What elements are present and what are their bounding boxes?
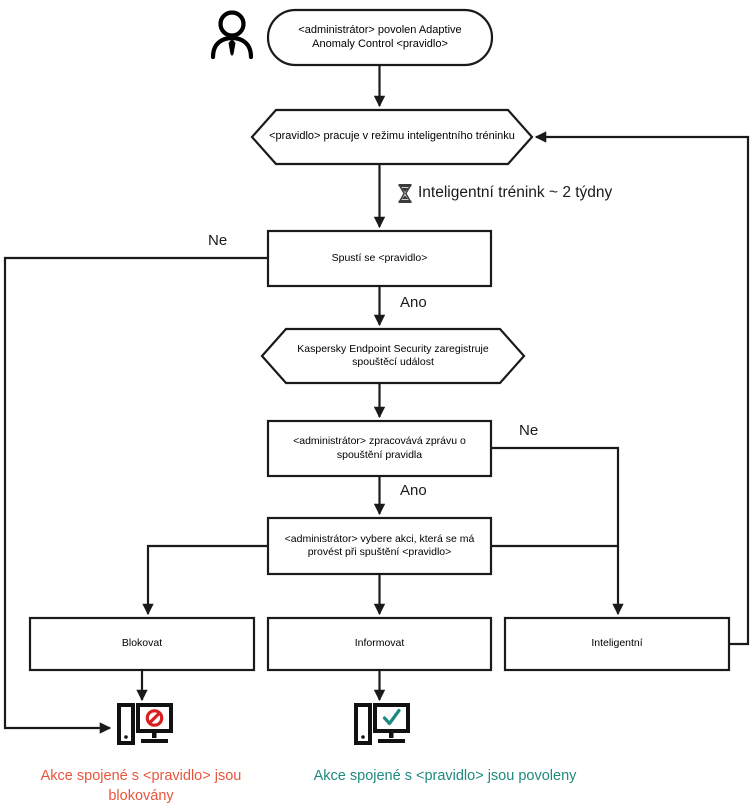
edge-label-yes-1: Ano (400, 294, 427, 311)
edge-admin-processes-no (491, 446, 624, 616)
edge-label-timer: Inteligentní trénink ~ 2 týdny (418, 184, 613, 201)
node-rule-triggered-shape (266, 229, 493, 288)
edge-label-no-1: Ne (208, 232, 228, 249)
edge-label-no-2: Ne (519, 422, 539, 439)
edge-rule-triggered-no (3, 256, 268, 734)
outcome-blocked-label: Akce spojené s <pravidlo> jsou blokovány (40, 768, 242, 804)
hourglass-icon (396, 183, 414, 204)
outcome-allowed-label: Akce spojené s <pravidlo> jsou povoleny (313, 768, 577, 784)
edge-admin-selects-to-block (142, 544, 268, 616)
node-action-inform-shape (266, 616, 493, 672)
node-admin-processes-shape (266, 419, 493, 478)
node-action-smart-shape (503, 616, 731, 672)
computer-blocked-icon (117, 702, 173, 754)
user-icon (205, 5, 259, 61)
node-smart-training-shape (250, 108, 534, 166)
edge-label-yes-2: Ano (400, 482, 427, 499)
edge-smart-action-loop-back (534, 131, 750, 646)
node-kes-registers-shape (260, 327, 526, 385)
computer-allowed-icon (354, 702, 410, 754)
node-admin-selects-shape (266, 516, 493, 576)
node-start-shape (266, 8, 494, 67)
node-action-block-shape (28, 616, 256, 672)
